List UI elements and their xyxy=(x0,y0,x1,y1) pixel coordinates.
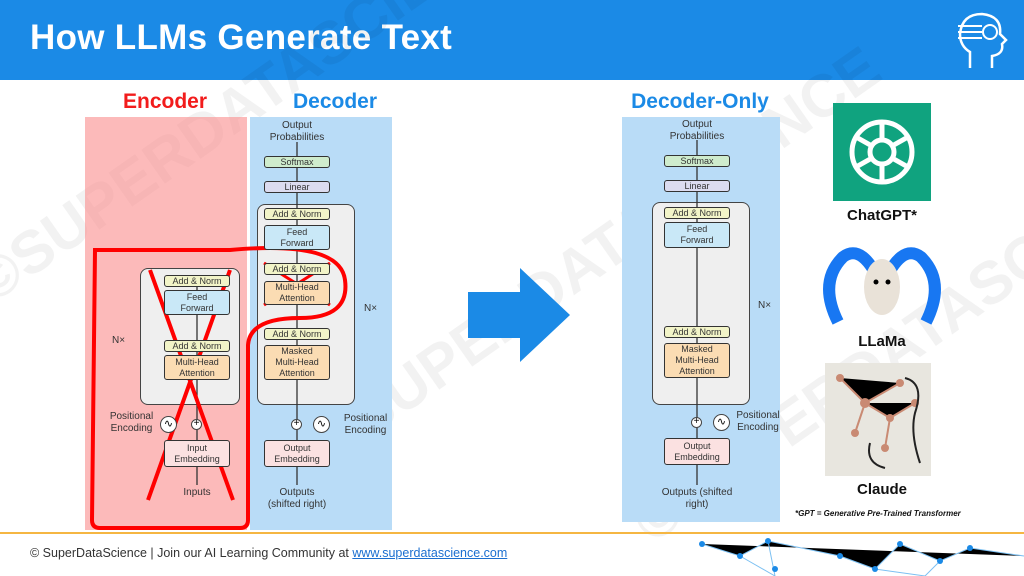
sine-wave-icon: ∿ xyxy=(713,414,730,431)
decoder-output-embedding: Output Embedding xyxy=(264,440,330,467)
encoder-input-embedding: Input Embedding xyxy=(164,440,230,467)
meta-llama-logo xyxy=(823,247,941,325)
sine-wave-icon: ∿ xyxy=(160,416,177,433)
decoder-only-outputs: Outputs (shifted right) xyxy=(661,487,733,510)
plus-icon: + xyxy=(291,419,302,430)
decoder-output-probabilities: Output Probabilities xyxy=(269,120,325,143)
decoder-nx: N× xyxy=(364,303,378,314)
slide-title: How LLMs Generate Text xyxy=(30,18,453,57)
encoder-label: Encoder xyxy=(122,90,208,113)
encoder-add-norm: Add & Norm xyxy=(164,340,230,352)
decoder-cross-attention: Multi-Head Attention xyxy=(264,281,330,305)
red-outline xyxy=(89,246,348,530)
encoder-attention: Multi-Head Attention xyxy=(164,355,230,380)
model-name-claude: Claude xyxy=(856,481,907,498)
decoder-feed-forward: Feed Forward xyxy=(264,225,330,250)
footer-link[interactable]: www.superdatascience.com xyxy=(352,546,508,560)
encoder-inputs: Inputs xyxy=(183,487,211,498)
decoder-only-label: Decoder-Only xyxy=(631,90,769,113)
claude-logo xyxy=(825,363,931,476)
decoder-add-norm: Add & Norm xyxy=(264,328,330,340)
decoder-only-feed-forward: Feed Forward xyxy=(664,222,730,248)
decoder-only-masked-attention: Masked Multi-Head Attention xyxy=(664,343,730,378)
decoder-masked-attention: Masked Multi-Head Attention xyxy=(264,345,330,380)
decoder-only-positional-encoding: Positional Encoding xyxy=(736,410,780,433)
plus-icon: + xyxy=(191,419,202,430)
decoder-outputs: Outputs (shifted right) xyxy=(267,487,327,510)
encoder-add-norm: Add & Norm xyxy=(164,275,230,287)
model-name-llama: LLaMa xyxy=(858,333,906,350)
network-decoration xyxy=(699,538,1024,576)
sine-wave-icon: ∿ xyxy=(313,416,330,433)
model-name-chatgpt: ChatGPT* xyxy=(846,207,917,224)
header-bar xyxy=(0,0,1024,80)
decoder-add-norm: Add & Norm xyxy=(264,263,330,275)
encoder-feed-forward: Feed Forward xyxy=(164,290,230,315)
decoder-only-add-norm: Add & Norm xyxy=(664,207,730,219)
encoder-positional-encoding: Positional Encoding xyxy=(109,411,154,434)
decoder-only-add-norm: Add & Norm xyxy=(664,326,730,338)
decoder-only-output-probabilities: Output Probabilities xyxy=(669,119,725,142)
encoder-nx: N× xyxy=(112,335,126,346)
decoder-only-nx: N× xyxy=(758,300,772,311)
footer-text: © SuperDataScience | Join our AI Learnin… xyxy=(30,546,353,560)
decoder-softmax: Softmax xyxy=(264,156,330,168)
footnote: *GPT = Generative Pre-Trained Transforme… xyxy=(795,509,961,518)
footer-divider xyxy=(0,532,1024,534)
decoder-label: Decoder xyxy=(292,90,378,113)
decoder-only-linear: Linear xyxy=(664,180,730,192)
decoder-linear: Linear xyxy=(264,181,330,193)
plus-icon: + xyxy=(691,417,702,428)
openai-logo xyxy=(833,103,931,201)
ai-head-icon xyxy=(958,12,1008,68)
decoder-only-softmax: Softmax xyxy=(664,155,730,167)
decoder-add-norm: Add & Norm xyxy=(264,208,330,220)
footer: © SuperDataScience | Join our AI Learnin… xyxy=(30,546,507,560)
decoder-only-output-embedding: Output Embedding xyxy=(664,438,730,465)
decoder-positional-encoding: Positional Encoding xyxy=(343,413,388,436)
right-arrow-icon xyxy=(468,268,570,362)
